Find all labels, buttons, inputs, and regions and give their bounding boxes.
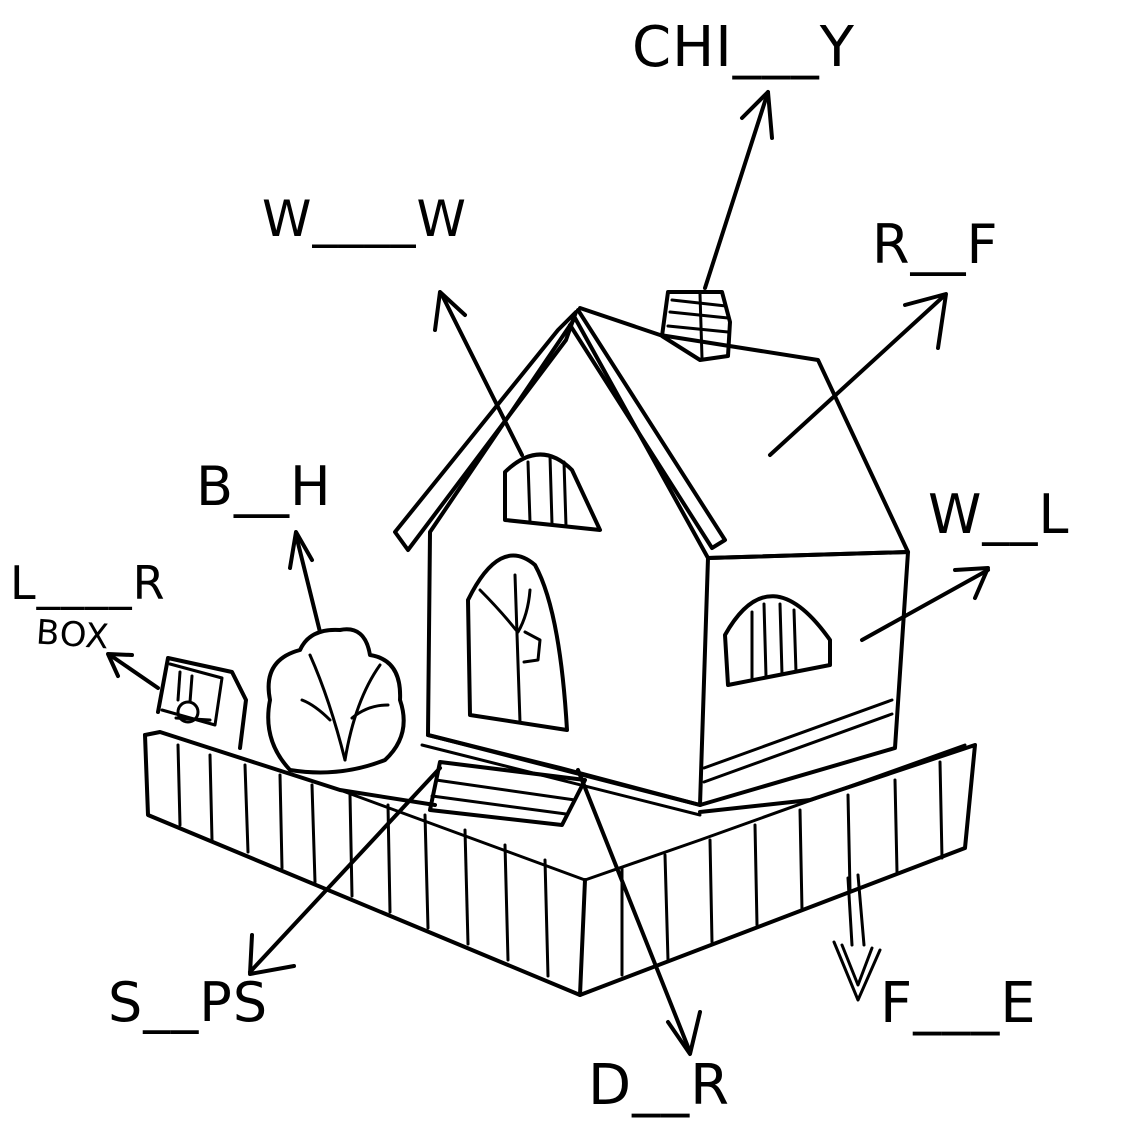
label-chimney: CHI___Y: [632, 15, 855, 80]
house: [393, 306, 910, 817]
label-fence: F___E: [880, 971, 1037, 1036]
gable-roof-edge: [393, 310, 578, 552]
label-window: W____W: [262, 190, 467, 248]
arrow-roof: [768, 293, 947, 457]
gable-roof-edge-right: [568, 308, 727, 550]
steps: [428, 760, 587, 827]
label-letterbox: L____R: [10, 556, 166, 610]
arrow-letterbox: [108, 653, 160, 690]
front-wall: [426, 316, 710, 807]
fence: [143, 730, 977, 997]
arrow-wall: [860, 568, 990, 642]
chimney: [660, 290, 732, 362]
label-door: D__R: [588, 1053, 731, 1118]
roof: [578, 306, 910, 560]
arrow-window: [440, 293, 524, 457]
arrow-door: [576, 768, 692, 1054]
bush: [266, 627, 406, 775]
label-wall: W__L: [928, 483, 1070, 546]
front-window: [466, 553, 569, 732]
letterbox: [156, 656, 248, 750]
side-wall: [698, 550, 910, 807]
label-steps: S__PS: [108, 971, 269, 1034]
label-box: BOX: [34, 612, 111, 658]
side-window: [723, 594, 832, 687]
arrow-steps: [248, 766, 442, 974]
label-bush: B__H: [196, 455, 332, 518]
arrow-fence: [846, 876, 854, 947]
attic-window: [503, 452, 602, 532]
arrows: [106, 90, 990, 1056]
arrow-chimney: [703, 90, 770, 290]
arrow-bush: [294, 533, 322, 634]
label-roof: R__F: [872, 213, 999, 276]
